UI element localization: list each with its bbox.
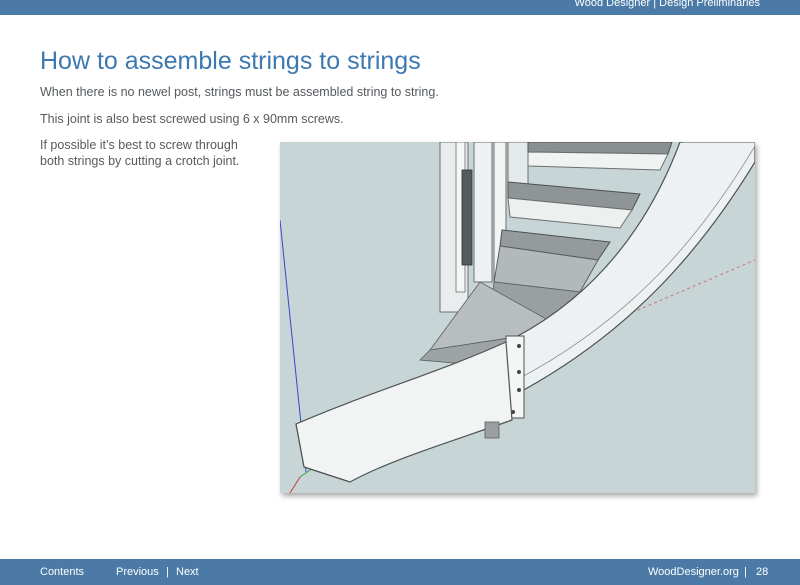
next-link[interactable]: Next [176, 566, 199, 578]
nav-separator: | [166, 566, 169, 578]
staircase-render-image [280, 142, 755, 493]
header-bar: Wood Designer | Design Preliminaries [0, 0, 800, 15]
page-title: How to assemble strings to strings [40, 47, 421, 75]
paragraph-no-newel: When there is no newel post, strings mus… [40, 85, 439, 99]
contents-link[interactable]: Contents [40, 566, 85, 578]
paragraph-crotch-joint: If possible it’s best to screw through b… [40, 138, 240, 168]
header-title: Wood Designer | Design Preliminaries [574, 0, 760, 9]
footer-bar: Contents Previous | Next WoodDesigner.or… [0, 559, 800, 585]
page-number: 28 [756, 566, 769, 578]
site-link[interactable]: WoodDesigner.org [648, 566, 739, 578]
footer-separator: | [744, 566, 747, 578]
paragraph-screws: This joint is also best screwed using 6 … [40, 112, 344, 126]
previous-link[interactable]: Previous [116, 566, 159, 578]
staircase-render-icon [280, 142, 755, 493]
